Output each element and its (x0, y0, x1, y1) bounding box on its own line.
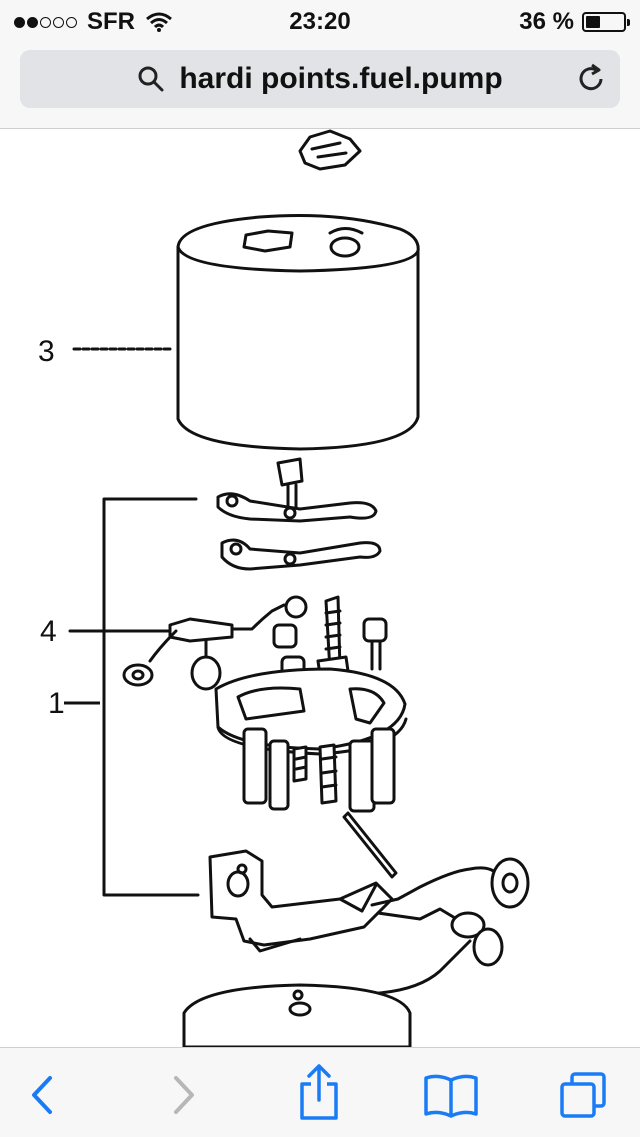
bottom-toolbar (0, 1047, 640, 1137)
clock: 23:20 (289, 8, 351, 35)
battery-percent: 36 % (519, 8, 574, 35)
forward-icon[interactable] (158, 1070, 208, 1120)
share-icon[interactable] (294, 1062, 344, 1122)
back-icon[interactable] (20, 1070, 70, 1120)
carrier-label: SFR (87, 8, 135, 35)
status-bar: SFR 23:20 36 % (0, 0, 640, 40)
callout-3: 3 (38, 335, 55, 368)
tabs-icon[interactable] (558, 1070, 608, 1120)
wifi-icon (146, 12, 172, 32)
status-right: 36 % (519, 8, 630, 36)
callout-1: 1 (48, 687, 65, 720)
bookmarks-icon[interactable] (422, 1070, 480, 1120)
status-left: SFR (14, 8, 173, 36)
address-bar[interactable]: hardi points.fuel.pump (20, 50, 620, 108)
browser-chrome: hardi points.fuel.pump (0, 40, 640, 129)
page-content[interactable]: 3 4 1 (0, 129, 640, 1047)
signal-strength-icon (14, 16, 79, 28)
exploded-parts-diagram: 3 4 1 (38, 129, 530, 1047)
callout-4: 4 (40, 615, 57, 648)
reload-icon[interactable] (574, 62, 608, 96)
search-icon (138, 66, 164, 92)
battery-icon (582, 12, 630, 32)
url-text: hardi points.fuel.pump (179, 62, 503, 95)
